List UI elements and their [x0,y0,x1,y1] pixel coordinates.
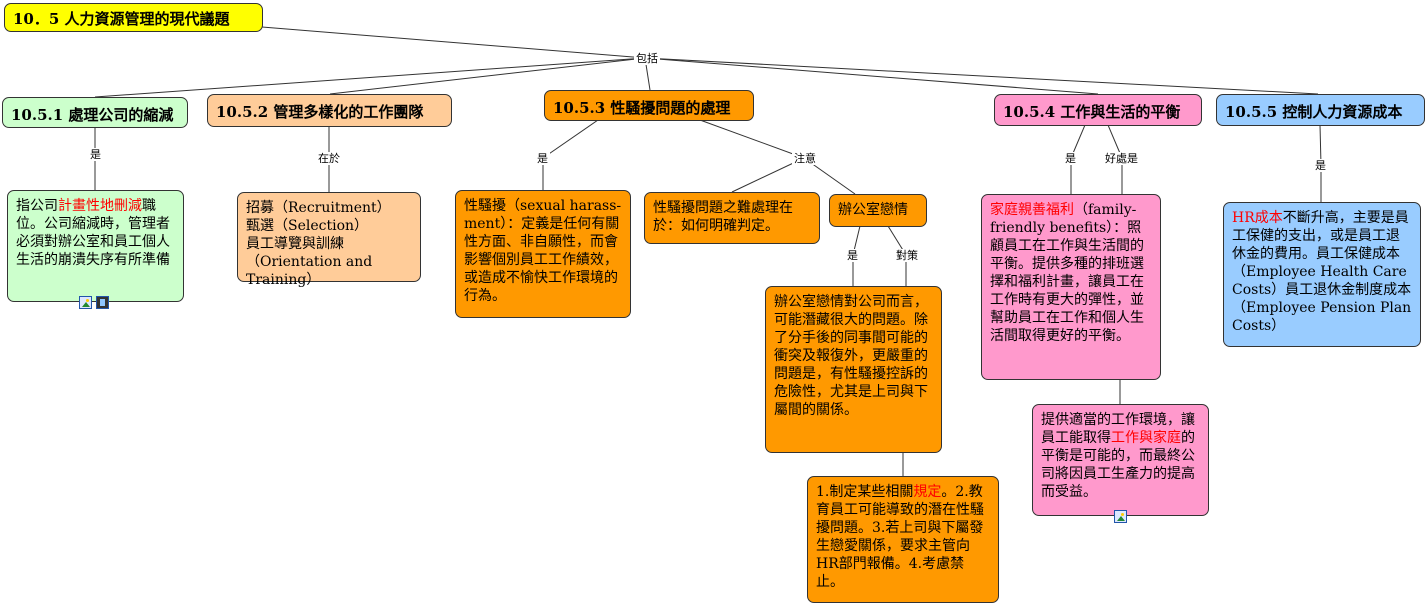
link-label-note: 注意 [792,152,818,165]
link-label-countermeasure: 對策 [894,249,920,262]
category-diversity[interactable]: 10.5.2 管理多樣化的工作團隊 [207,94,452,127]
link-label-is-downsizing: 是 [88,148,103,161]
link-label-is-romance: 是 [845,249,860,262]
node-downsizing-definition[interactable]: 指公司計畫性地刪減職位。公司縮減時，管理者必須對辦公室和員工個人生活的崩潰失序有… [7,190,184,302]
film-icon[interactable] [96,296,109,309]
link-label-is-balance: 是 [1063,152,1078,165]
node-office-romance-issue[interactable]: 辦公室戀情對公司而言，可能潛藏很大的問題。除了分手後的同事間可能的衝突及報復外，… [765,286,942,453]
image-icon[interactable] [1114,510,1127,523]
category-hr-cost[interactable]: 10.5.5 控制人力資源成本 [1216,94,1425,126]
link-label-includes: 包括 [634,52,660,65]
node-hr-cost-detail[interactable]: HR成本不斷升高，主要是員工保健的支出，或是員工退休金的費用。員工保健成本（Em… [1223,202,1421,347]
category-downsizing[interactable]: 10.5.1 處理公司的縮減 [2,97,188,128]
node-harassment-definition[interactable]: 性騷擾（sexual harass-ment）：定義是任何有關性方面、非自願性，… [455,190,631,318]
node-diversity-steps[interactable]: 招募（Recruitment） 甄選（Selection） 員工導覽與訓練（Or… [237,192,421,288]
link-label-lies-in: 在於 [316,152,342,165]
root-topic[interactable]: 10．5 人力資源管理的現代議題 [4,3,263,32]
node-office-romance[interactable]: 辦公室戀情 [829,194,927,227]
category-sexual-harassment[interactable]: 10.5.3 性騷擾問題的處理 [544,90,754,121]
node-family-friendly-benefits[interactable]: 家庭親善福利（family-friendly benefits）：照顧員工在工作… [981,194,1161,380]
node-harassment-difficulty[interactable]: 性騷擾問題之難處理在於：如何明確判定。 [644,192,820,244]
link-label-is-harassment: 是 [535,152,550,165]
image-icon[interactable] [79,296,92,309]
category-work-life-balance[interactable]: 10.5.4 工作與生活的平衡 [994,94,1202,126]
node-balance-benefit[interactable]: 提供適當的工作環境，讓員工能取得工作與家庭的平衡是可能的，而最終公司將因員工生產… [1032,404,1209,516]
node-office-romance-measures[interactable]: 1.制定某些相關規定。2.教育員工可能導致的潛在性騷擾問題。3.若上司與下屬發生… [807,476,999,603]
link-label-is-cost: 是 [1313,159,1328,172]
link-label-benefit: 好處是 [1103,152,1140,165]
